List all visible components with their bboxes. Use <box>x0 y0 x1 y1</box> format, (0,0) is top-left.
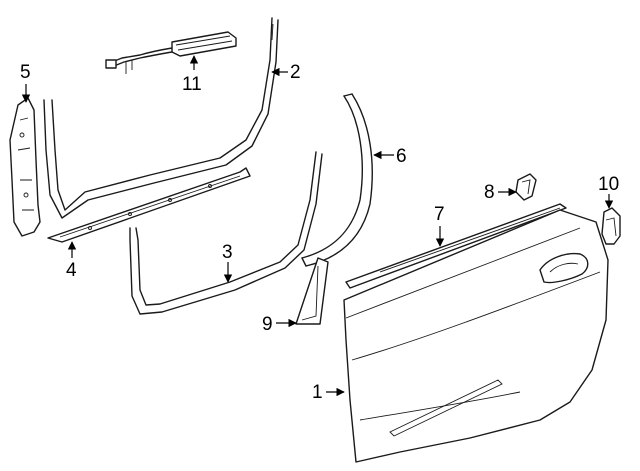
part-11-module <box>105 31 237 74</box>
callout-label-5: 5 <box>20 62 31 83</box>
callout-label-11: 11 <box>182 74 202 95</box>
callout-label-4: 4 <box>66 260 77 281</box>
part-6-curved-seal <box>301 93 373 267</box>
part-7-belt-molding <box>345 203 567 289</box>
callout-label-2: 2 <box>290 62 301 83</box>
callout-label-3: 3 <box>222 242 233 263</box>
callout-label-1: 1 <box>312 382 323 403</box>
callout-6: 6 <box>373 146 407 167</box>
callout-label-6: 6 <box>396 146 407 167</box>
part-3-door-seal <box>129 151 323 315</box>
callout-4: 4 <box>66 241 77 281</box>
callout-label-8: 8 <box>484 182 495 203</box>
callout-label-10: 10 <box>598 174 619 195</box>
part-9-triangle-trim <box>295 257 329 325</box>
callout-5: 5 <box>20 62 31 103</box>
callout-1: 1 <box>312 382 345 403</box>
callout-3: 3 <box>222 242 233 283</box>
part-2-window-seal <box>43 17 279 219</box>
part-10-cap <box>601 207 621 245</box>
callout-8: 8 <box>484 182 517 203</box>
part-5-bracket <box>9 97 41 237</box>
callout-label-7: 7 <box>434 204 445 225</box>
callout-7: 7 <box>434 204 445 247</box>
callout-label-9: 9 <box>262 314 273 335</box>
callout-2: 2 <box>271 62 301 83</box>
part-4-sill-strip <box>47 167 251 243</box>
part-1-door-shell <box>343 209 609 463</box>
callout-9: 9 <box>262 314 297 335</box>
callout-10: 10 <box>598 174 619 209</box>
part-8-clip <box>515 173 537 201</box>
callout-11: 11 <box>182 55 202 95</box>
